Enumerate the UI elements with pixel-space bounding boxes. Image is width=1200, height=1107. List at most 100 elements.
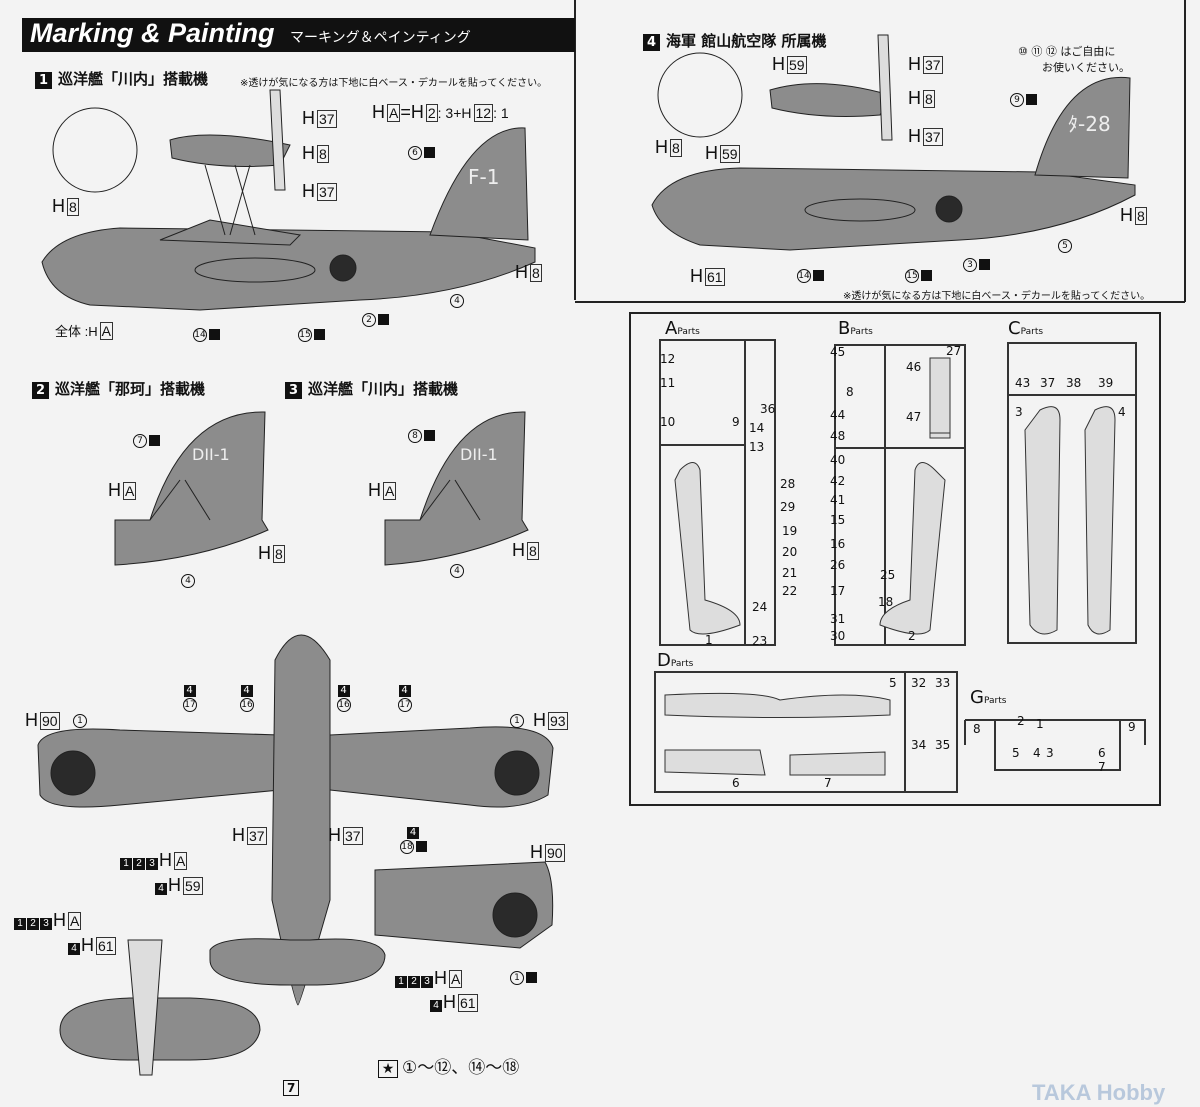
label: 4 bbox=[337, 685, 350, 697]
label: 37 bbox=[1040, 376, 1056, 390]
decal-callout: 2 bbox=[362, 312, 389, 327]
decal-callout: 14 bbox=[193, 327, 220, 342]
label: 3 bbox=[1015, 405, 1023, 419]
label: 9 bbox=[732, 415, 740, 429]
label: H bbox=[530, 842, 543, 862]
label: H bbox=[302, 181, 315, 201]
aircraft-side-view-4 bbox=[651, 34, 1136, 251]
label: H bbox=[258, 543, 271, 563]
parts-group-g-label: GParts bbox=[970, 687, 1006, 708]
decal-callout: 15 bbox=[298, 327, 325, 342]
label: 21 bbox=[782, 566, 798, 580]
label: 3 bbox=[421, 976, 433, 988]
label: 61 bbox=[96, 937, 116, 955]
label: H bbox=[512, 540, 525, 560]
label: : 3+H bbox=[437, 105, 472, 121]
label: H bbox=[302, 143, 315, 163]
label: 28 bbox=[780, 477, 796, 491]
fin-marking: ﾀ-28 bbox=[1068, 112, 1111, 136]
label: 4 bbox=[407, 827, 419, 839]
label: A bbox=[123, 482, 137, 500]
label: H bbox=[515, 262, 528, 282]
label: 4 bbox=[240, 685, 253, 697]
label: 4 bbox=[430, 1000, 442, 1012]
label: 4 bbox=[181, 574, 195, 588]
label: 24 bbox=[752, 600, 768, 614]
label: H bbox=[655, 137, 668, 157]
label: H bbox=[1120, 205, 1133, 225]
label: 1 bbox=[14, 918, 26, 930]
label: 8 bbox=[530, 264, 542, 282]
label: 11 bbox=[660, 376, 676, 390]
fin-marking: DII-1 bbox=[192, 445, 230, 464]
decal-callout: 8 bbox=[408, 428, 435, 443]
label: 全体 :H bbox=[55, 324, 98, 339]
label: 43 bbox=[1015, 376, 1031, 390]
free-use-note: ⑩ ⑪ ⑫ はご自由に bbox=[1018, 45, 1116, 58]
label: C bbox=[1008, 318, 1021, 339]
label: 14 bbox=[749, 421, 765, 435]
label: H bbox=[908, 126, 921, 146]
label: 2 bbox=[133, 858, 145, 870]
label: 39 bbox=[1098, 376, 1114, 390]
label: 13 bbox=[749, 440, 765, 454]
label: 6 bbox=[1098, 746, 1106, 760]
label: 4 bbox=[643, 34, 660, 51]
label: 2 bbox=[908, 629, 916, 643]
label: 40 bbox=[830, 453, 846, 467]
label: 1 bbox=[705, 633, 713, 647]
label: 30 bbox=[830, 629, 846, 643]
label: 14 bbox=[193, 328, 207, 342]
label: 6 bbox=[732, 776, 740, 790]
label: 4 bbox=[450, 564, 464, 578]
label: 1 bbox=[73, 714, 87, 728]
decal-callout: 4 bbox=[181, 573, 195, 588]
label: H bbox=[108, 480, 121, 500]
label: H bbox=[159, 850, 172, 870]
label: G bbox=[970, 687, 984, 708]
decal-callout: 15 bbox=[905, 268, 932, 283]
label: 37 bbox=[247, 827, 267, 845]
label: 1 bbox=[510, 971, 524, 985]
label: 61 bbox=[705, 268, 725, 286]
label: 8 bbox=[273, 545, 285, 563]
label: 8 bbox=[1135, 207, 1147, 225]
decal-callout: 3 bbox=[963, 257, 990, 272]
label: 42 bbox=[830, 474, 846, 488]
label: 37 bbox=[343, 827, 363, 845]
label: 44 bbox=[830, 408, 846, 422]
label: 15 bbox=[830, 513, 846, 527]
label: 15 bbox=[905, 269, 919, 283]
label: 18 bbox=[400, 840, 414, 854]
parts-group-d-label: DParts bbox=[657, 650, 693, 671]
label: 2 bbox=[1017, 714, 1025, 728]
label: H bbox=[302, 108, 315, 128]
label: 12 bbox=[660, 352, 676, 366]
label: 4 bbox=[1033, 746, 1041, 760]
label: 37 bbox=[317, 183, 337, 201]
label: 59 bbox=[720, 145, 740, 163]
label: H bbox=[168, 875, 181, 895]
label: ①〜⑫、⑭〜⑱ bbox=[402, 1058, 520, 1078]
label: H bbox=[328, 825, 341, 845]
label: 3 bbox=[963, 258, 977, 272]
label: 61 bbox=[458, 994, 478, 1012]
label: 47 bbox=[906, 410, 922, 424]
